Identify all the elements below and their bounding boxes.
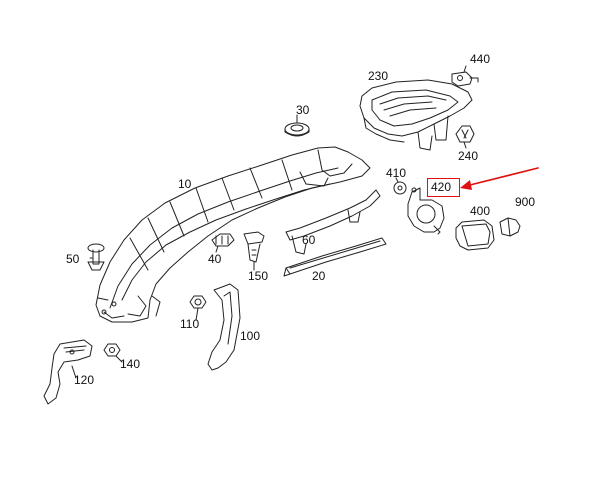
- callout-10: 10: [178, 177, 192, 191]
- callout-110: 110: [180, 317, 200, 331]
- callout-150: 150: [248, 269, 269, 283]
- highlight-arrow: [460, 167, 539, 190]
- part-240-clip: [455, 125, 475, 143]
- part-230-tray: [359, 79, 473, 151]
- part-400-cap: [455, 219, 495, 251]
- part-30-grommet: [284, 122, 310, 137]
- callout-40: 40: [208, 252, 222, 266]
- callout-30: 30: [296, 103, 310, 117]
- callout-420: 420: [431, 180, 452, 194]
- callout-440: 440: [470, 52, 491, 66]
- part-120-bracket: [43, 339, 93, 405]
- part-900-plug: [499, 217, 521, 237]
- part-20-strip: [283, 237, 387, 277]
- callout-140: 140: [120, 357, 141, 371]
- part-150-fastener: [243, 231, 265, 263]
- callout-50: 50: [66, 252, 80, 266]
- callout-100: 100: [240, 329, 261, 343]
- part-40-clip: [211, 233, 235, 247]
- part-100-arm: [207, 283, 241, 371]
- part-410-washer: [393, 181, 407, 195]
- callout-20: 20: [312, 269, 326, 283]
- callout-60: 60: [302, 233, 316, 247]
- part-10-frame-rail: [95, 146, 371, 323]
- callout-240: 240: [458, 149, 479, 163]
- callout-230: 230: [368, 69, 389, 83]
- highlight-box-420: [427, 178, 460, 197]
- callout-410: 410: [386, 166, 407, 180]
- part-60-bracket: [285, 189, 381, 255]
- callout-400: 400: [470, 204, 491, 218]
- leader-lines: [71, 65, 467, 379]
- part-440-bracket: [451, 71, 479, 87]
- callout-120: 120: [74, 373, 95, 387]
- part-140-nut: [103, 343, 121, 357]
- part-420-bracket: [407, 187, 445, 235]
- part-50-bolt: [87, 243, 105, 271]
- part-110-nut: [189, 295, 207, 309]
- callout-900: 900: [515, 195, 536, 209]
